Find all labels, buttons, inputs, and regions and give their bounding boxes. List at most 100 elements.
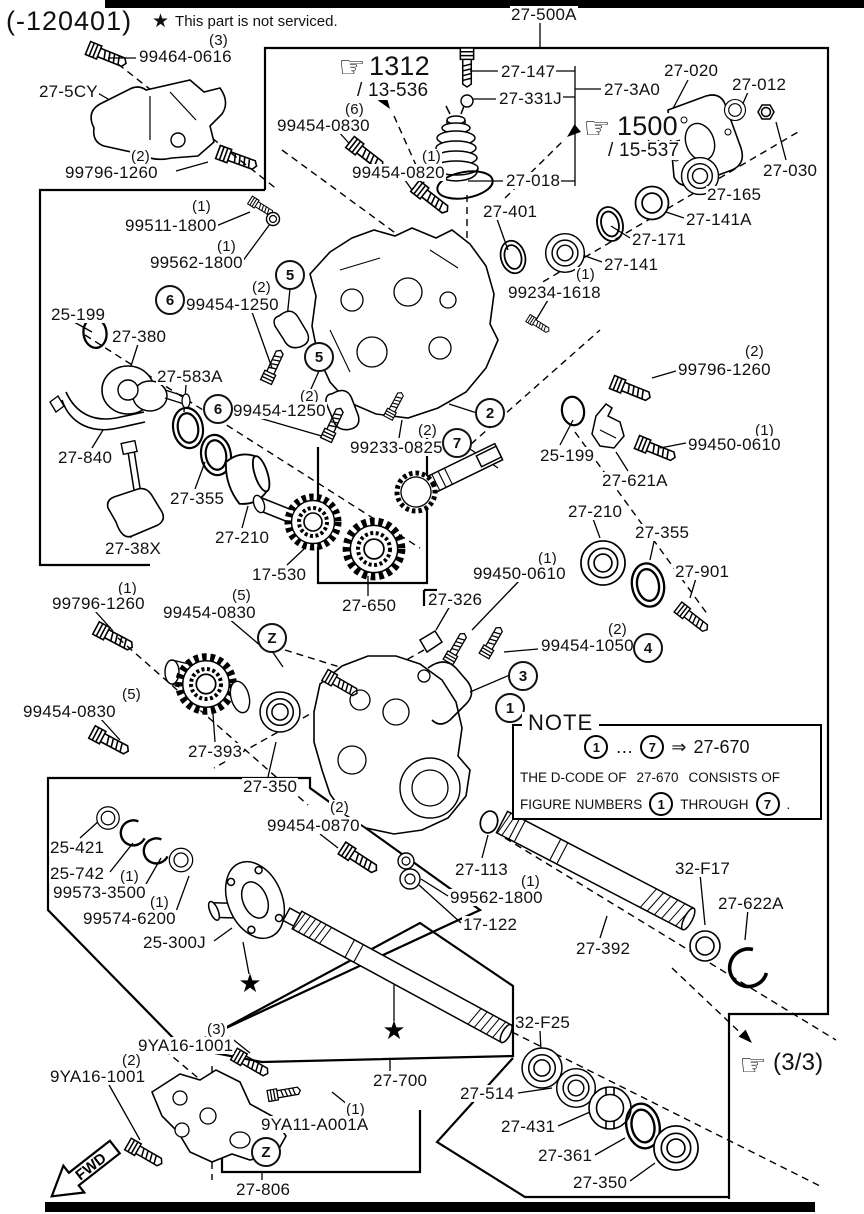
part-label: 27-392 <box>575 939 632 958</box>
star-legend: ★ This part is not serviced. <box>152 10 338 33</box>
part-label: 17-122 <box>462 915 519 934</box>
part-label: 99454-1250 <box>232 401 327 420</box>
qty-label: (5) <box>231 587 252 604</box>
fwd-arrow-icon: FWD <box>50 1139 122 1198</box>
part-label: 99454-0820 <box>351 163 446 182</box>
part-label: 99573-3500 <box>52 883 147 902</box>
part-label: 27-030 <box>762 161 819 180</box>
part-label: / 15-537 <box>607 140 681 161</box>
part-label: 32-F25 <box>514 1013 572 1032</box>
qty-label: (3) <box>208 32 229 49</box>
qty-label: (1) <box>149 894 170 911</box>
figure-circle-1: 1 <box>584 735 609 759</box>
part-label: 9YA11-A001A <box>260 1115 370 1134</box>
part-label: 27-171 <box>631 230 688 249</box>
part-label: 27-350 <box>242 777 299 796</box>
qty-label: (2) <box>329 799 350 816</box>
note-line2-code: 27-670 <box>636 770 679 785</box>
part-label: 99562-1800 <box>149 253 244 272</box>
part-label: 27-020 <box>663 61 720 80</box>
part-label: 27-350 <box>572 1173 629 1192</box>
circled-figure-1: 1 <box>495 693 525 723</box>
part-label: 27-393 <box>187 742 244 761</box>
part-label: 99454-1050 <box>540 636 635 655</box>
qty-label: (2) <box>744 343 765 360</box>
part-label: 99454-1250 <box>185 295 280 314</box>
clamp-icon: ☞ <box>338 51 366 84</box>
note-period: . <box>786 796 791 812</box>
note-line2-text: THE D-CODE OF <box>520 770 627 785</box>
part-label: 99796-1260 <box>64 163 159 182</box>
part-label: 17-530 <box>251 565 308 584</box>
part-label: 27-012 <box>731 75 788 94</box>
part-label: 27-514 <box>459 1084 516 1103</box>
revision-code: (-120401) <box>6 6 133 36</box>
part-label: 25-300J <box>142 933 207 952</box>
part-label: 99796-1260 <box>677 360 772 379</box>
qty-label: (1) <box>345 1101 366 1118</box>
part-label: 27-622A <box>717 894 785 913</box>
part-label: 27-326 <box>427 590 484 609</box>
qty-label: (2) <box>130 148 151 165</box>
note-line3: FIGURE NUMBERS 1 THROUGH 7 . <box>520 792 790 816</box>
part-label: / 13-536 <box>356 80 430 101</box>
qty-label: (3/3) <box>772 1049 825 1076</box>
part-label: 99450-0610 <box>687 435 782 454</box>
part-label: 27-431 <box>500 1117 557 1136</box>
part-label: 27-355 <box>169 489 226 508</box>
part-label: 27-331J <box>498 89 563 108</box>
part-label: 25-199 <box>50 305 107 324</box>
star-icon: ★ <box>152 11 170 32</box>
qty-label: (1) <box>754 422 775 439</box>
note-box: NOTE 1 … 7 ⇒ 27-670 THE D-CODE OF 27-670… <box>512 712 822 820</box>
qty-label: (1) <box>421 148 442 165</box>
circled-figure-5: 5 <box>304 342 334 372</box>
qty-label: (3) <box>206 1021 227 1038</box>
qty-label: (1) <box>216 238 237 255</box>
note-line3-text: FIGURE NUMBERS <box>520 796 643 812</box>
part-label: 99450-0610 <box>472 564 567 583</box>
part-label: 99464-0616 <box>138 47 233 66</box>
part-label: 27-141A <box>685 210 753 229</box>
part-label: 99796-1260 <box>51 594 146 613</box>
part-label: 99454-0830 <box>22 702 117 721</box>
part-label: 27-806 <box>235 1180 292 1199</box>
qty-label: (1) <box>191 198 212 215</box>
part-label: 27-700 <box>372 1071 429 1090</box>
note-dots: … <box>615 736 634 757</box>
part-label: 27-380 <box>111 327 168 346</box>
part-label: 9YA16-1001 <box>137 1036 235 1055</box>
qty-label: (2) <box>607 621 628 638</box>
note-line3-through: THROUGH <box>680 796 749 812</box>
part-label: 27-840 <box>57 448 114 467</box>
part-label: 99454-0830 <box>276 116 371 135</box>
part-label: 27-500A <box>510 5 578 24</box>
part-label: 1500 <box>616 111 679 141</box>
part-label: 99562-1800 <box>449 888 544 907</box>
figure-circle-7: 7 <box>640 735 665 759</box>
part-label: 27-583A <box>156 367 224 386</box>
hand-icon: ☞ <box>739 1049 767 1082</box>
circled-figure-3: 3 <box>508 661 538 691</box>
part-label: 27-147 <box>500 62 557 81</box>
part-label: 25-421 <box>49 838 106 857</box>
note-line2-tail: CONSISTS OF <box>688 770 781 785</box>
part-label: 27-38X <box>104 539 163 558</box>
circled-figure-6: 6 <box>203 394 233 424</box>
circled-figure-7: 7 <box>442 428 472 458</box>
circled-figure-4: 4 <box>633 633 663 663</box>
part-label: 9YA16-1001 <box>49 1067 147 1086</box>
part-label: 27-5CY <box>38 82 99 101</box>
circled-figure-6: 6 <box>155 285 185 315</box>
not-serviced-star-icon: ★ <box>238 968 262 998</box>
part-label: 27-361 <box>537 1146 594 1165</box>
part-label: 99234-1618 <box>507 283 602 302</box>
part-label: 99511-1800 <box>124 216 218 235</box>
figure-circle-7: 7 <box>755 792 780 816</box>
part-label: 99233-0825 <box>349 438 444 457</box>
qty-label: (5) <box>121 686 142 703</box>
part-label: 27-355 <box>634 523 691 542</box>
part-label: 27-621A <box>601 471 669 490</box>
